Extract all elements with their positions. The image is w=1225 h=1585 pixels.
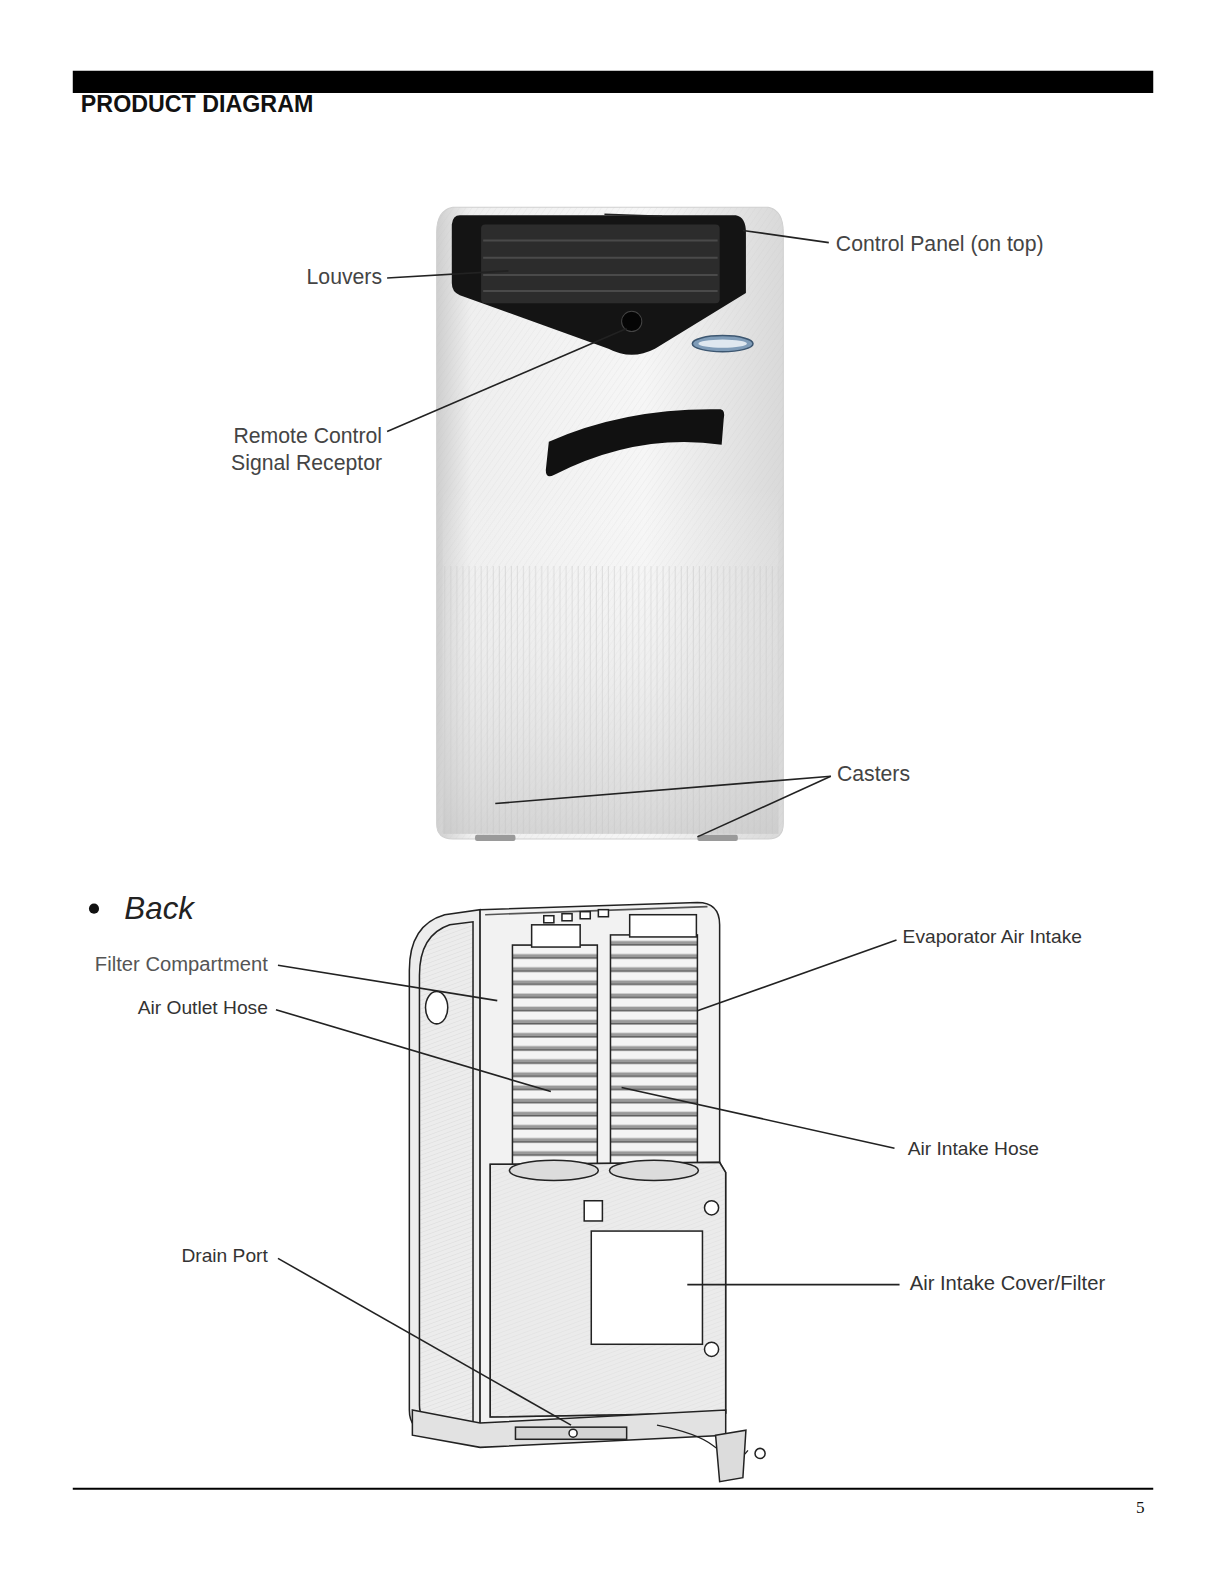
part-label: Evaporator Air Intake — [903, 926, 1082, 948]
part-label: Drain Port — [181, 1245, 267, 1267]
header-bar — [73, 71, 1153, 93]
part-label: Air Outlet Hose — [138, 997, 268, 1019]
part-label: Louvers — [307, 265, 383, 289]
footer-rule — [73, 1488, 1153, 1490]
page-number: 5 — [1136, 1498, 1145, 1518]
front-unit — [437, 207, 784, 841]
part-label: Casters — [837, 762, 910, 786]
bullet — [89, 904, 99, 914]
part-label: Remote Control Signal Receptor — [190, 421, 382, 476]
part-label: Control Panel (on top) — [836, 231, 1044, 255]
part-label: Air Intake Hose — [908, 1138, 1039, 1160]
part-label: Air Intake Cover/Filter — [910, 1271, 1105, 1294]
page-title: PRODUCT DIAGRAM — [81, 91, 313, 118]
back-unit — [409, 903, 765, 1482]
section-heading: Back — [124, 890, 194, 926]
part-label: Filter Compartment — [95, 953, 268, 976]
leader-lines — [276, 214, 900, 1425]
